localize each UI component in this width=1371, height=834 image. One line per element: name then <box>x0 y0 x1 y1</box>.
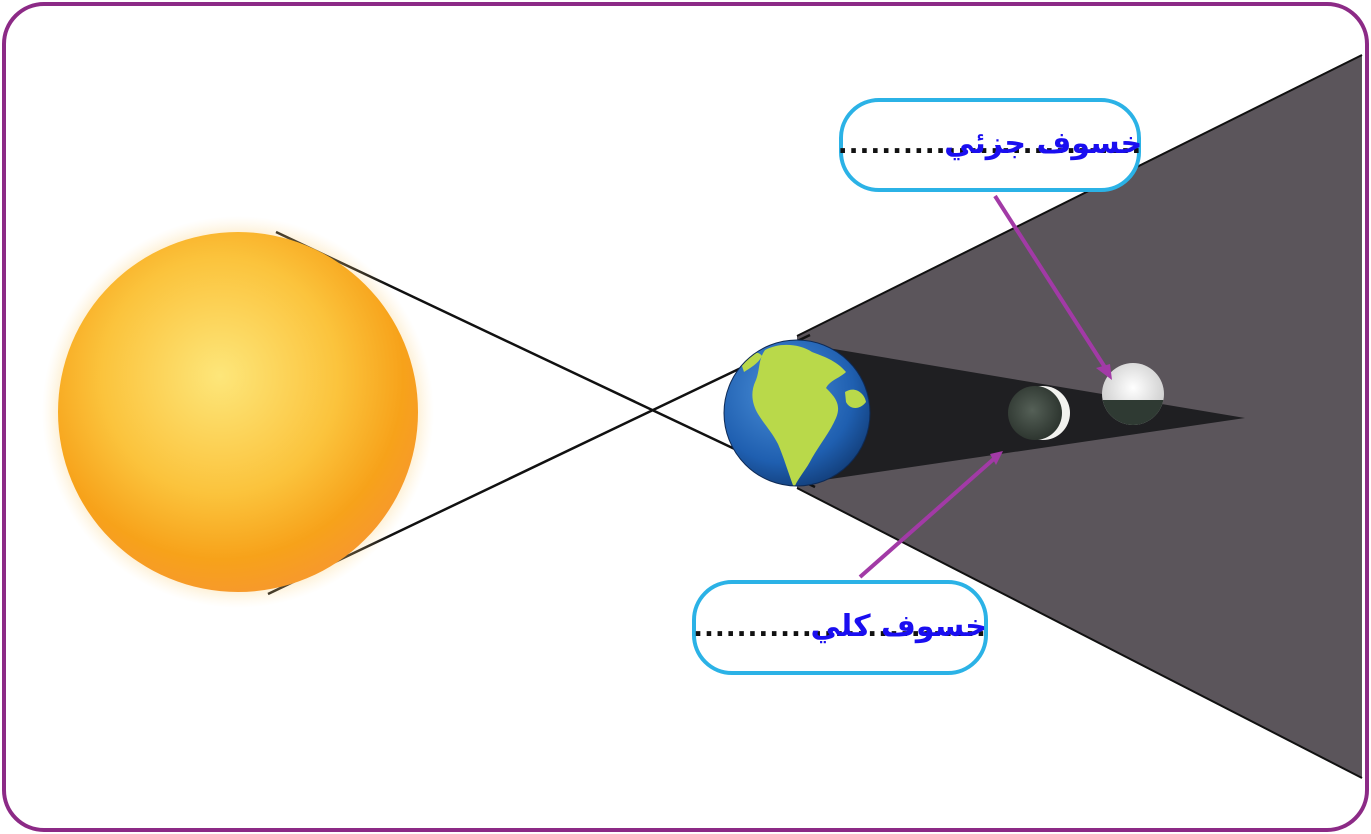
total-eclipse-answer: خسوف كلي <box>810 608 987 644</box>
total-eclipse-pointer <box>858 455 998 579</box>
partial-eclipse-answer: خسوف جزئي <box>944 126 1143 161</box>
total-eclipse-label: ........................... خسوف كلي <box>692 580 988 675</box>
earth-icon <box>723 339 871 487</box>
shadow-edge-upper <box>796 54 1363 337</box>
shadow-edge-lower <box>796 487 1363 779</box>
total-eclipse-arrowhead <box>990 451 1003 465</box>
moon-icon <box>1008 386 1070 440</box>
partial-eclipse-pointer <box>993 194 1110 374</box>
answer-dotted-line: ........................... <box>693 612 987 643</box>
partial-eclipse-label: ............................ خسوف جزئي <box>837 98 1143 192</box>
answer-dotted-line: ............................ <box>837 130 1143 160</box>
sun-icon <box>42 216 434 608</box>
moon-icon <box>1102 363 1164 425</box>
partial-eclipse-arrowhead <box>1096 364 1112 380</box>
